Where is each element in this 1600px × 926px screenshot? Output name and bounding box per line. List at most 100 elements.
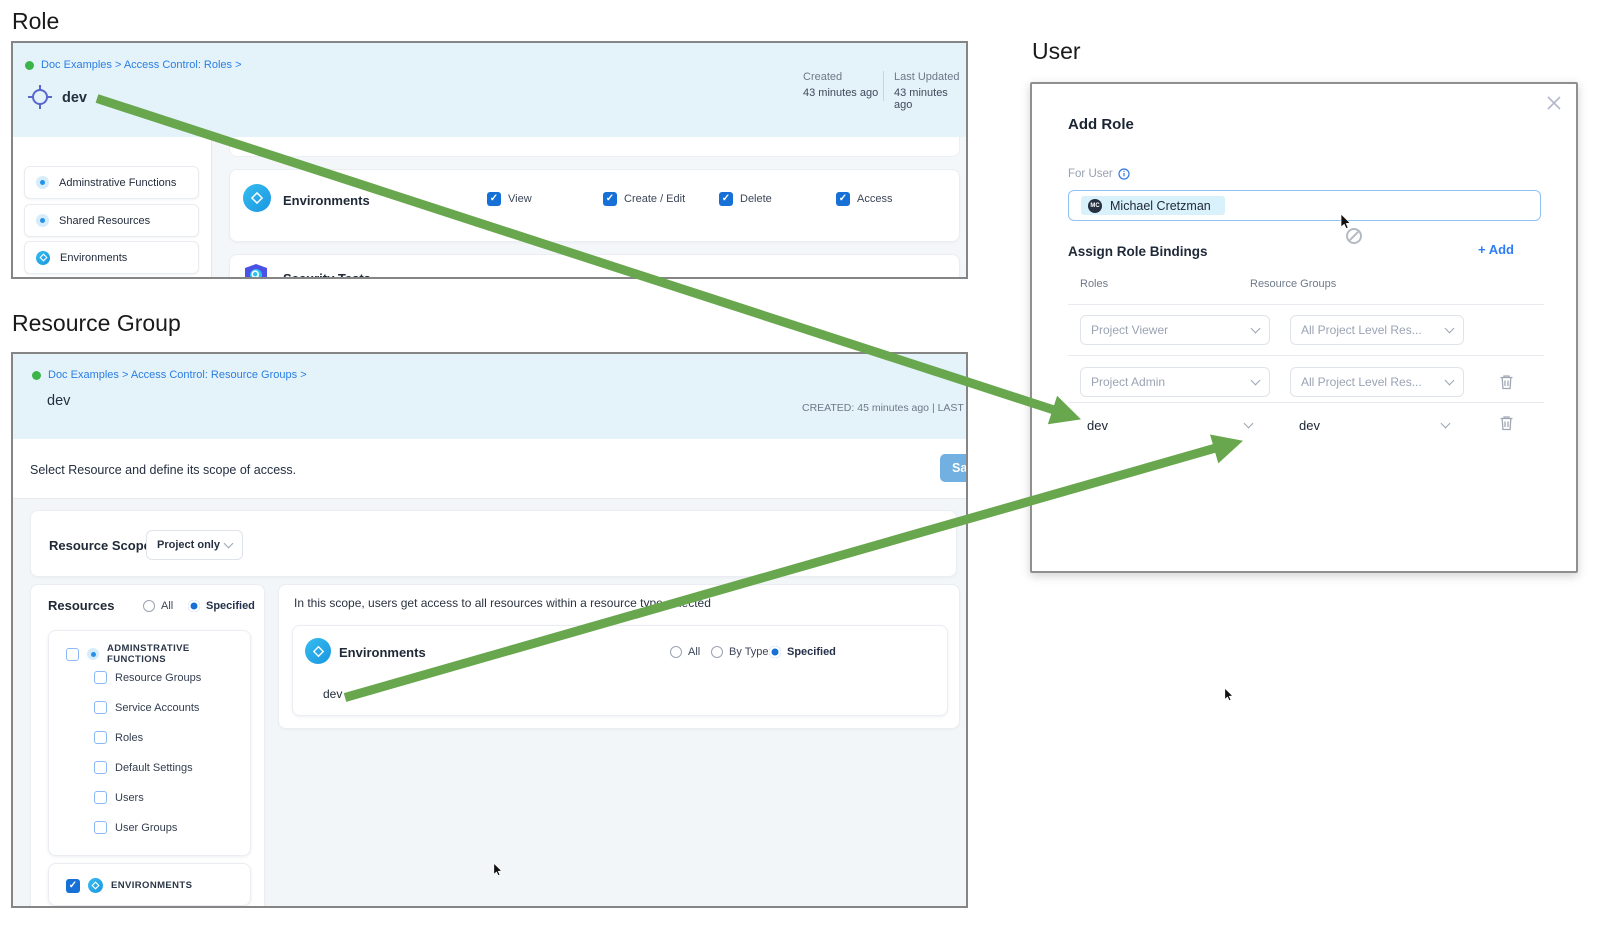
created-block: Created 43 minutes ago	[803, 71, 878, 99]
info-icon[interactable]	[1118, 168, 1130, 180]
admin-item-service-accounts[interactable]: Service Accounts	[94, 701, 201, 714]
permission-create-edit[interactable]: Create / Edit	[603, 192, 685, 206]
admin-functions-group-row[interactable]: ADMINSTRATIVE FUNCTIONS	[66, 643, 250, 665]
sidebar-item-shared-resources[interactable]: Shared Resources	[24, 204, 199, 237]
radio-icon[interactable]	[143, 600, 155, 612]
resource-group-dropdown-value: All Project Level Res...	[1301, 375, 1422, 389]
admin-item-user-groups[interactable]: User Groups	[94, 821, 201, 834]
checkbox-unchecked-icon[interactable]	[94, 791, 107, 804]
item-label: Users	[115, 791, 144, 804]
sidebar-item-label: Environments	[60, 251, 128, 264]
checkbox-unchecked-icon[interactable]	[94, 821, 107, 834]
role-dropdown[interactable]: Project Viewer	[1080, 315, 1270, 345]
mouse-cursor-icon	[493, 863, 504, 877]
crosshair-target-icon	[27, 84, 53, 110]
radio-icon[interactable]	[711, 646, 723, 658]
user-chip[interactable]: MC Michael Cretzman	[1081, 196, 1225, 215]
close-icon[interactable]	[1546, 95, 1562, 111]
resource-group-dropdown-value: All Project Level Res...	[1301, 323, 1422, 337]
resources-radio-specified[interactable]: Specified	[188, 600, 255, 612]
updated-block: Last Updated 43 minutes ago	[894, 71, 966, 111]
add-binding-button[interactable]: + Add	[1478, 242, 1514, 257]
breadcrumb-text[interactable]: Doc Examples > Access Control: Resource …	[48, 369, 307, 381]
chevron-down-icon	[1250, 375, 1261, 385]
permission-access[interactable]: Access	[836, 192, 892, 206]
updated-label: Last Updated	[894, 71, 960, 83]
for-user-input[interactable]: MC Michael Cretzman	[1068, 190, 1541, 221]
trash-icon[interactable]	[1498, 373, 1515, 391]
resource-type-label: Environments	[283, 193, 370, 208]
radio-icon[interactable]	[670, 646, 682, 658]
save-button[interactable]: Save	[940, 454, 966, 482]
selected-resource-dev: dev	[323, 687, 343, 701]
resource-group-name: dev	[47, 393, 71, 409]
chevron-down-icon	[1444, 323, 1455, 333]
admin-item-users[interactable]: Users	[94, 791, 201, 804]
trash-icon[interactable]	[1498, 414, 1515, 432]
checkbox-checked-icon[interactable]	[603, 192, 617, 206]
checkbox-checked-icon[interactable]	[66, 878, 80, 893]
item-label: Service Accounts	[115, 701, 200, 714]
resource-group-dropdown[interactable]: All Project Level Res...	[1290, 315, 1464, 345]
group-label: ENVIRONMENTS	[111, 880, 193, 891]
permission-delete[interactable]: Delete	[719, 192, 772, 206]
project-dot-icon	[25, 60, 34, 70]
for-user-row: For User	[1068, 168, 1130, 180]
resource-scope-dropdown[interactable]: Project only	[146, 530, 243, 560]
scope-content: Resource Scope Project only Resources Al…	[13, 499, 966, 906]
sidebar-item-label: Shared Resources	[59, 214, 151, 227]
shared-resources-icon	[36, 214, 49, 227]
environments-group-card[interactable]: ENVIRONMENTS	[48, 863, 251, 906]
item-label: Resource Groups	[115, 671, 202, 684]
resources-label: Resources	[48, 598, 115, 613]
user-section-title: User	[1032, 38, 1081, 64]
admin-item-resource-groups[interactable]: Resource Groups	[94, 671, 201, 684]
role-dropdown[interactable]: dev	[1087, 418, 1254, 433]
checkbox-unchecked-icon[interactable]	[94, 731, 107, 744]
permission-label: Access	[857, 193, 893, 205]
checkbox-checked-icon[interactable]	[487, 192, 501, 206]
column-header-roles: Roles	[1080, 278, 1109, 290]
sidebar-item-environments[interactable]: Environments	[24, 241, 199, 274]
role-header: Doc Examples > Access Control: Roles > d…	[13, 43, 966, 137]
breadcrumb[interactable]: Doc Examples > Access Control: Resource …	[32, 369, 307, 381]
project-dot-icon	[32, 370, 41, 380]
user-chip-name: Michael Cretzman	[1110, 198, 1211, 213]
checkbox-unchecked-icon[interactable]	[94, 671, 107, 684]
role-dropdown[interactable]: Project Admin	[1080, 367, 1270, 397]
resource-scope-label: Resource Scope	[49, 538, 151, 553]
radio-label: Specified	[206, 600, 255, 612]
avatar: MC	[1088, 198, 1102, 213]
permission-view[interactable]: View	[487, 192, 532, 206]
checkbox-unchecked-icon[interactable]	[94, 701, 107, 714]
radio-selected-icon[interactable]	[769, 646, 781, 658]
environments-icon	[305, 638, 331, 664]
breadcrumb[interactable]: Doc Examples > Access Control: Roles >	[25, 59, 242, 71]
breadcrumb-text[interactable]: Doc Examples > Access Control: Roles >	[41, 59, 242, 71]
resource-type-label: Security Tests	[283, 271, 371, 279]
role-permissions-area: Environments View Create / Edit Delete A…	[212, 137, 966, 277]
sidebar-item-administrative-functions[interactable]: Adminstrative Functions	[24, 166, 199, 199]
env-radio-specified[interactable]: Specified	[769, 646, 836, 658]
divider	[1068, 402, 1544, 403]
checkbox-unchecked-icon[interactable]	[94, 761, 107, 774]
modal-title: Add Role	[1068, 116, 1134, 133]
sidebar-item-partial[interactable]	[24, 278, 199, 279]
resource-group-dropdown[interactable]: All Project Level Res...	[1290, 367, 1464, 397]
radio-label: Specified	[787, 646, 836, 658]
admin-item-roles[interactable]: Roles	[94, 731, 201, 744]
radio-selected-icon[interactable]	[188, 600, 200, 612]
checkbox-checked-icon[interactable]	[719, 192, 733, 206]
resources-radio-all[interactable]: All	[143, 600, 173, 612]
environments-icon	[36, 250, 50, 265]
checkbox-checked-icon[interactable]	[836, 192, 850, 206]
role-dropdown-value: dev	[1087, 418, 1108, 433]
resource-group-dropdown[interactable]: dev	[1299, 418, 1451, 433]
environments-group-row[interactable]: ENVIRONMENTS	[66, 878, 192, 893]
scope-note: In this scope, users get access to all r…	[294, 596, 711, 610]
env-radio-by-type[interactable]: By Type	[711, 646, 769, 658]
env-radio-all[interactable]: All	[670, 646, 700, 658]
environments-icon	[243, 184, 271, 212]
admin-item-default-settings[interactable]: Default Settings	[94, 761, 201, 774]
checkbox-unchecked-icon[interactable]	[66, 647, 79, 661]
